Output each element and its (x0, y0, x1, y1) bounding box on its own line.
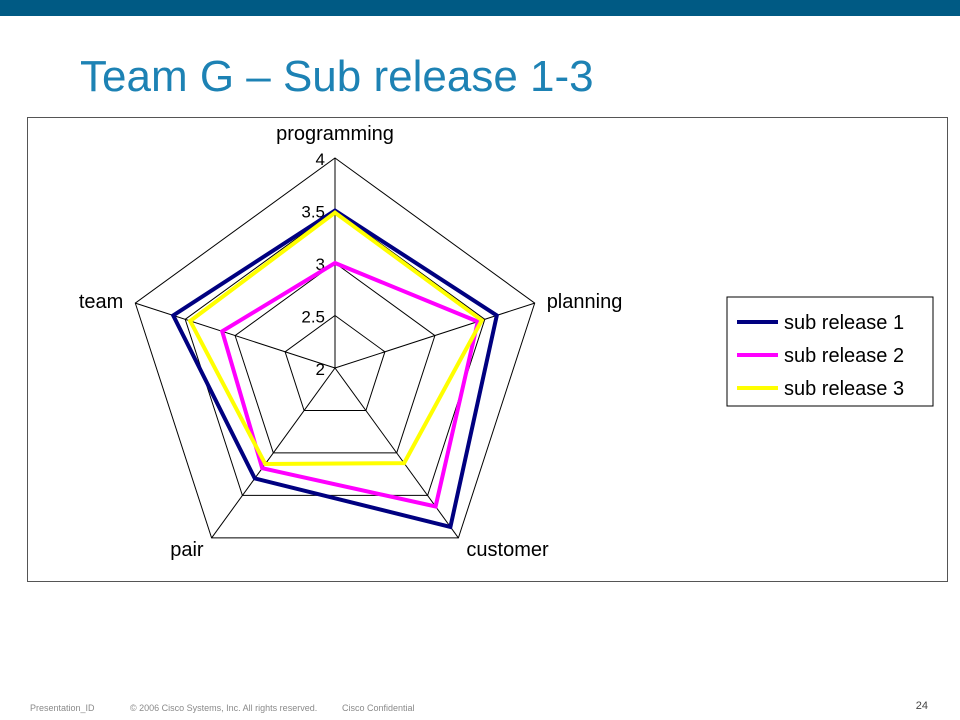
footer-copyright: © 2006 Cisco Systems, Inc. All rights re… (130, 703, 318, 713)
tick-label: 2.5 (301, 308, 325, 327)
series-line-1 (170, 208, 500, 530)
axis-label-pair: pair (170, 539, 204, 561)
legend: sub release 1 sub release 2 sub release 3 (726, 296, 934, 407)
chart-area: 2 2.5 3 3.5 4 programming planning customer pai… (27, 117, 948, 582)
legend-label-3: sub release 3 (784, 378, 904, 400)
footer-presentation-id: Presentation_ID (30, 703, 95, 713)
spoke-pair (211, 367, 336, 539)
tick-label: 3 (316, 255, 325, 274)
spoke-customer (334, 367, 459, 539)
spoke-team (135, 302, 336, 369)
page-number: 24 (915, 700, 928, 712)
axis-label-programming: programming (276, 123, 394, 145)
grid-ring-2-5 (284, 314, 386, 411)
axis-label-team: team (79, 291, 123, 313)
grid-ring-3 (234, 262, 436, 454)
axis-label-planning: planning (547, 291, 623, 313)
tick-label: 4 (316, 150, 325, 169)
legend-label-1: sub release 1 (784, 312, 904, 334)
series-line-3 (187, 210, 485, 467)
tick-label: 3.5 (301, 203, 325, 222)
legend-label-2: sub release 2 (784, 345, 904, 367)
tick-label: 2 (316, 360, 325, 379)
spoke-planning (334, 302, 535, 369)
radar-chart: 2 2.5 3 3.5 4 programming planning customer pai… (79, 123, 934, 561)
slide-title: Team G – Sub release 1-3 (80, 52, 594, 101)
radar-series (170, 208, 500, 530)
footer-confidential: Cisco Confidential (342, 703, 415, 713)
grid-ring-4 (134, 157, 536, 539)
grid-ring-3-5 (184, 209, 486, 496)
axis-label-customer: customer (466, 539, 549, 561)
series-line-2 (219, 260, 481, 509)
radar-axis-labels: programming planning customer pair team (79, 123, 622, 561)
top-banner (0, 0, 960, 16)
radar-tick-labels: 2 2.5 3 3.5 4 (301, 150, 325, 379)
